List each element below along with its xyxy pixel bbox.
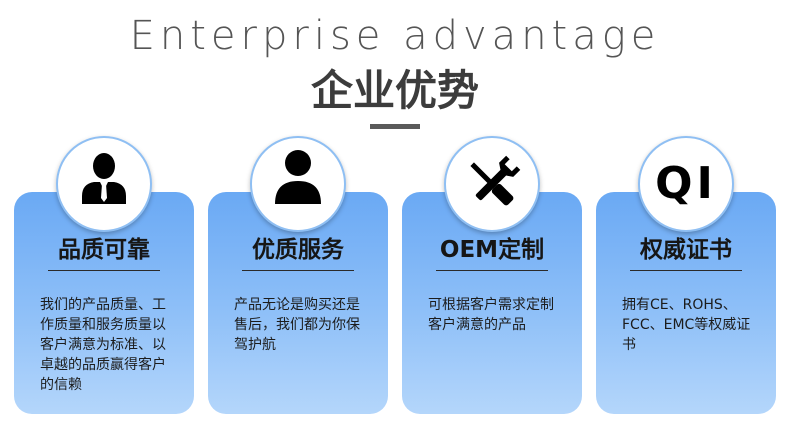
card-title: 权威证书 [640,237,732,263]
title-underline [370,124,420,129]
card-description: 我们的产品质量、工作质量和服务质量以客户满意为标准、以卓越的品质赢得客户的信赖 [40,297,166,393]
businessman-icon [82,153,126,204]
card-icon-circle [56,136,152,232]
card-divider [630,270,742,271]
card-divider [242,270,354,271]
card-service: 优质服务 产品无论是购买还是售后，我们都为你保驾护航 [208,192,388,414]
card-title: 品质可靠 [58,237,150,263]
card-icon-circle: QI [638,136,734,232]
card-description: 可根据客户需求定制客户满意的产品 [428,297,554,333]
card-icon-circle [444,136,540,232]
card-description: 拥有CE、ROHS、FCC、EMC等权威证书 [622,297,751,353]
card-title: OEM定制 [439,237,545,263]
title-chinese: 企业优势 [310,66,479,115]
card-divider [436,270,548,271]
person-icon [275,150,321,204]
card-icon-circle [250,136,346,232]
card-description: 产品无论是购买还是售后，我们都为你保驾护航 [234,297,360,353]
title-english: Enterprise advantage [129,13,661,59]
wrench-screwdriver-icon [470,155,521,206]
card-divider [48,270,160,271]
card-title: 优质服务 [252,237,344,263]
qi-text-icon: QI [655,158,717,209]
